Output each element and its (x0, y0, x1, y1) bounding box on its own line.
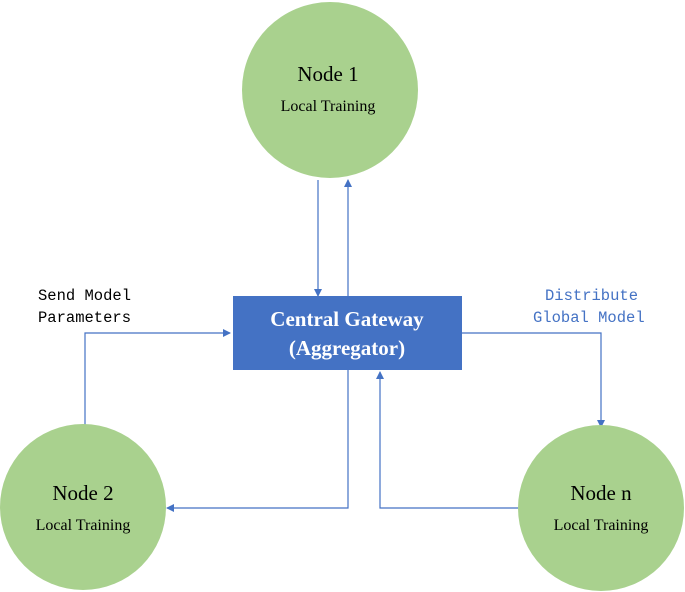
node-1: Node 1 Local Training (242, 2, 418, 178)
gateway-subtitle: (Aggregator) (289, 336, 405, 360)
node-n-title: Node n (570, 481, 632, 505)
node-1-title: Node 1 (297, 62, 358, 86)
node-1-circle (242, 2, 418, 178)
send-model-label-line2: Parameters (38, 309, 131, 327)
node-2: Node 2 Local Training (0, 424, 166, 590)
node-2-title: Node 2 (52, 481, 113, 505)
central-gateway: Central Gateway (Aggregator) (233, 296, 462, 370)
node-2-subtitle: Local Training (36, 517, 131, 534)
node-n: Node n Local Training (518, 425, 684, 591)
node-n-circle (518, 425, 684, 591)
send-model-label-line1: Send Model (38, 287, 131, 305)
arrow-node2-to-gateway (84, 329, 231, 425)
gateway-box (233, 296, 462, 370)
arrow-noden-to-gateway (376, 371, 520, 509)
arrow-gateway-to-node2 (166, 370, 349, 512)
node-2-circle (0, 424, 166, 590)
distribute-label-line2: Global Model (533, 309, 645, 327)
node-n-subtitle: Local Training (554, 517, 649, 534)
distribute-label-line1: Distribute (545, 287, 638, 305)
gateway-title: Central Gateway (270, 307, 424, 331)
node-1-subtitle: Local Training (281, 98, 376, 115)
arrow-gateway-to-noden (462, 332, 605, 428)
